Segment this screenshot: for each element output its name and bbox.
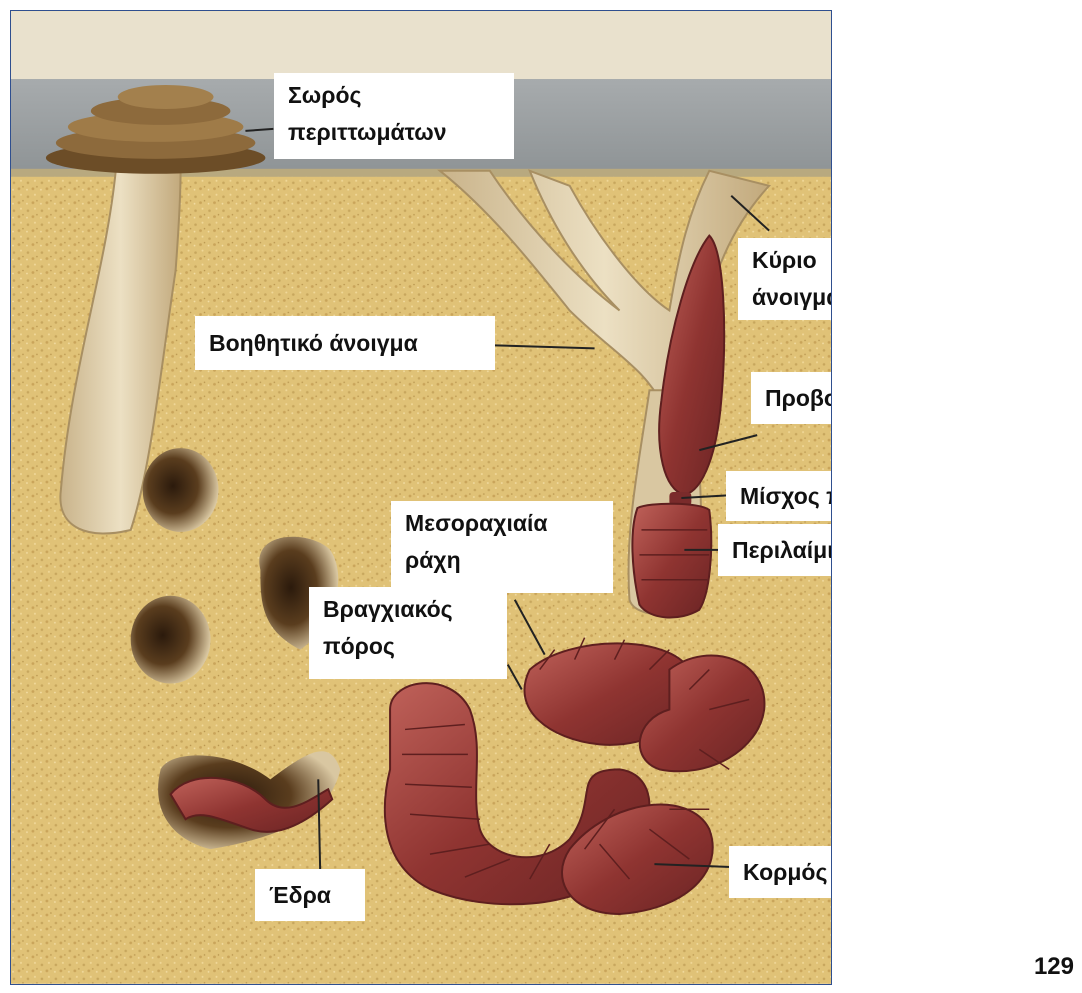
label-gill-pore: Βραγχιακός πόρος (309, 587, 507, 679)
label-collar: Περιλαίμιο (718, 524, 832, 576)
label-proboscis-stalk: Μίσχος προβοσκίδας (726, 471, 832, 521)
label-trunk: Κορμός (729, 846, 832, 898)
label-waste-pile: Σωρός περιττωμάτων (274, 73, 514, 159)
label-auxiliary-opening: Βοηθητικό άνοιγμα (195, 316, 495, 370)
label-main-opening: Κύριο άνοιγμα (738, 238, 832, 320)
label-anus: Έδρα (255, 869, 365, 921)
label-proboscis: Προβοσκίδα (751, 372, 832, 424)
illustration-frame: Σωρός περιττωμάτων Κύριο άνοιγμα Βοηθητι… (10, 10, 832, 985)
label-dorsal-ridge: Μεσοραχιαία ράχη (391, 501, 613, 593)
page-number: 129 (1034, 953, 1074, 981)
